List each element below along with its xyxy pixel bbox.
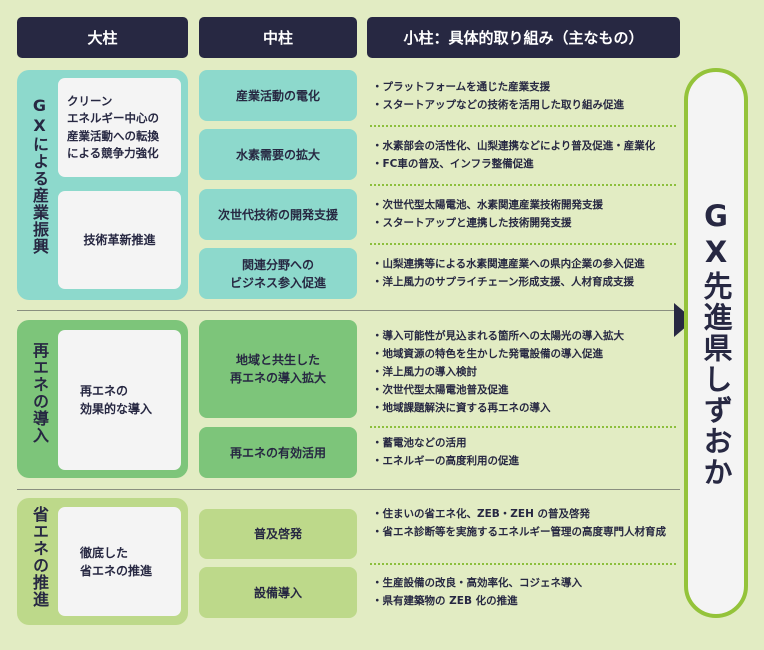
item: ・蓄電池などの活用 <box>372 437 467 449</box>
item: ・洋上風力の導入検討 <box>372 366 477 378</box>
item: ・次世代型太陽電池、水素関連産業技術開発支援 <box>372 199 603 211</box>
item: ・水素部会の活性化、山梨連携などにより普及促進・産業化 <box>372 140 656 152</box>
item: ・洋上風力のサプライチェーン形成支援、人材育成支援 <box>372 276 634 288</box>
header-major: 大柱 <box>17 17 188 58</box>
item: ・スタートアップなどの技術を活用した取り組み促進 <box>372 99 624 111</box>
item: ・地域課題解決に資する再エネの導入 <box>372 402 551 414</box>
item: ・次世代型太陽電池普及促進 <box>372 384 509 396</box>
item: ・プラットフォームを通じた産業支援 <box>372 81 551 93</box>
item: ・住まいの省エネ化、ZEB・ZEH の普及啓発 <box>372 508 591 520</box>
item-list: ・蓄電池などの活用・エネルギーの高度利用の促進 <box>372 434 672 470</box>
middle-box: 次世代技術の開発支援 <box>199 189 357 240</box>
middle-box: 再エネの有効活用 <box>199 427 357 478</box>
section-title: 再エネの導入 <box>30 342 49 444</box>
section-title: GXによる産業振興 <box>30 96 49 255</box>
pillar-box: 再エネの 効果的な導入 <box>58 330 181 470</box>
item: ・山梨連携等による水素関連産業への県内企業の参入促進 <box>372 258 645 270</box>
item-list: ・導入可能性が見込まれる箇所への太陽光の導入拡大・地域資源の特色を生かした発電設… <box>372 327 672 417</box>
middle-box: 普及啓発 <box>199 509 357 559</box>
goal-text: GX先進県しずおか <box>699 198 733 488</box>
item-list: ・生産設備の改良・高効率化、コジェネ導入・県有建築物の ZEB 化の推進 <box>372 574 672 610</box>
item-list: ・水素部会の活性化、山梨連携などにより普及促進・産業化・FC車の普及、インフラ整… <box>372 137 672 173</box>
middle-box: 関連分野への ビジネス参入促進 <box>199 248 357 299</box>
middle-box: 水素需要の拡大 <box>199 129 357 180</box>
item: ・FC車の普及、インフラ整備促進 <box>372 158 534 170</box>
item: ・スタートアップと連携した技術開発支援 <box>372 217 572 229</box>
middle-box: 産業活動の電化 <box>199 70 357 121</box>
pillar-box: 技術革新推進 <box>58 191 181 289</box>
header-middle: 中柱 <box>199 17 357 58</box>
section-title: 省エネの推進 <box>30 506 49 608</box>
header-minor: 小柱：具体的取り組み（主なもの） <box>367 17 680 58</box>
item-list: ・山梨連携等による水素関連産業への県内企業の参入促進・洋上風力のサプライチェーン… <box>372 255 672 291</box>
goal-pill: GX先進県しずおか <box>684 68 748 618</box>
dotted-divider <box>370 184 676 186</box>
dotted-divider <box>370 243 676 245</box>
item: ・県有建築物の ZEB 化の推進 <box>372 595 518 607</box>
item-list: ・プラットフォームを通じた産業支援・スタートアップなどの技術を活用した取り組み促… <box>372 78 672 114</box>
item-list: ・次世代型太陽電池、水素関連産業技術開発支援・スタートアップと連携した技術開発支… <box>372 196 672 232</box>
dotted-divider <box>370 125 676 127</box>
section-divider <box>17 310 680 311</box>
middle-box: 設備導入 <box>199 567 357 618</box>
dotted-divider <box>370 426 676 428</box>
section-divider <box>17 489 680 490</box>
item: ・省エネ診断等を実施するエネルギー管理の高度専門人材育成 <box>372 526 666 538</box>
item: ・エネルギーの高度利用の促進 <box>372 455 519 467</box>
item: ・生産設備の改良・高効率化、コジェネ導入 <box>372 577 582 589</box>
middle-box: 地域と共生した 再エネの導入拡大 <box>199 320 357 418</box>
item-list: ・住まいの省エネ化、ZEB・ZEH の普及啓発・省エネ診断等を実施するエネルギー… <box>372 505 672 541</box>
dotted-divider <box>370 563 676 565</box>
pillar-box: 徹底した 省エネの推進 <box>58 507 181 616</box>
item: ・導入可能性が見込まれる箇所への太陽光の導入拡大 <box>372 330 624 342</box>
pillar-box: クリーン エネルギー中心の 産業活動への転換 による競争力強化 <box>58 78 181 177</box>
item: ・地域資源の特色を生かした発電設備の導入促進 <box>372 348 603 360</box>
